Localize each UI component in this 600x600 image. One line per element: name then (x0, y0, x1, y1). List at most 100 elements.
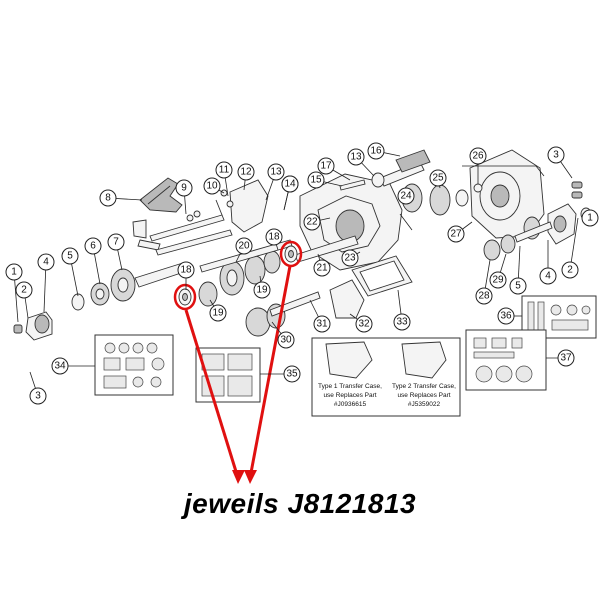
callout-label-8: 8 (105, 193, 111, 204)
small-hardware (215, 179, 366, 216)
callout-label-2-b1: 2 (567, 265, 573, 276)
callout-circle-29 (489, 271, 507, 289)
callout-label-37: 37 (560, 353, 572, 364)
callout-label-11: 11 (219, 165, 230, 176)
callout-circle-28 (475, 287, 493, 305)
callout-circle-31 (313, 315, 331, 333)
type2-line1: Type 2 Transfer Case, (392, 383, 456, 390)
callout-circle-27 (447, 225, 465, 243)
callout-label-22: 22 (306, 217, 318, 228)
type2-note: Type 2 Transfer Case, use Replaces Part … (392, 383, 456, 408)
callout-label-23: 23 (344, 253, 356, 264)
callout-label-5: 5 (67, 251, 73, 262)
callout-circle-5-b3 (509, 277, 527, 295)
callout-circle-6 (84, 237, 102, 255)
callout-circle-34 (51, 357, 69, 375)
callout-label-24: 24 (400, 191, 412, 202)
callout-circle-32 (355, 315, 373, 333)
type2-line2: use Replaces Part (397, 392, 450, 399)
type1-line3: #J0936615 (334, 401, 367, 408)
callout-label-12: 12 (240, 167, 252, 178)
callout-label-5-b3: 5 (515, 281, 521, 292)
bracket-lines (399, 165, 545, 231)
callout-circle-19-b5 (253, 281, 271, 299)
callout-circle-16 (367, 142, 385, 160)
callout-circle-25 (429, 169, 447, 187)
callout-circle-24 (397, 187, 415, 205)
red-highlights (173, 240, 303, 484)
shift-boot (139, 177, 183, 213)
callout-label-4-b2: 4 (545, 271, 551, 282)
callout-label-30: 30 (280, 335, 292, 346)
callout-label-25: 25 (432, 173, 444, 184)
callout-circle-18-b6 (265, 228, 283, 246)
callout-label-19: 19 (212, 308, 224, 319)
callouts: 1234567891011121314151617181920212223242… (5, 142, 599, 405)
callout-circle-22 (303, 213, 321, 231)
left-output-assembly (13, 219, 191, 341)
callout-label-10: 10 (206, 181, 218, 192)
callout-label-29: 29 (492, 275, 504, 286)
callout-label-27: 27 (450, 229, 462, 240)
callout-circle-15 (307, 171, 325, 189)
callout-label-6: 6 (90, 241, 96, 252)
type2-line3: #J5359022 (408, 401, 441, 408)
callout-label-14-b8: 14 (284, 179, 296, 190)
rear-housing (371, 149, 545, 239)
callout-circle-17 (317, 157, 335, 175)
callout-circle-4 (37, 253, 55, 271)
callout-label-18: 18 (180, 265, 192, 276)
arrowhead-right (244, 470, 257, 484)
callout-circle-3 (29, 387, 47, 405)
callout-circle-36 (497, 307, 515, 325)
callout-circle-13-b7 (347, 148, 365, 166)
callout-label-1-b4: 1 (587, 213, 593, 224)
callout-label-1: 1 (11, 267, 17, 278)
callout-label-21: 21 (316, 263, 328, 274)
callout-label-3-b0: 3 (553, 150, 559, 161)
callout-label-19-b5: 19 (256, 285, 268, 296)
front-housing (229, 173, 403, 271)
type-note-box (311, 337, 461, 417)
callout-circle-12 (237, 163, 255, 181)
callout-label-31: 31 (316, 319, 328, 330)
kit-box-37 (465, 329, 547, 391)
callout-label-35: 35 (286, 369, 298, 380)
type1-note: Type 1 Transfer Case, use Replaces Part … (318, 383, 382, 408)
callout-circle-20 (235, 237, 253, 255)
gasket (351, 255, 413, 297)
callout-label-36: 36 (500, 311, 512, 322)
arrowhead-left (232, 470, 245, 484)
arrow-left (184, 309, 240, 479)
callout-circle-26 (469, 147, 487, 165)
callout-label-20: 20 (238, 241, 250, 252)
callout-circle-35 (283, 365, 301, 383)
callout-label-2: 2 (21, 285, 27, 296)
callout-leader-2-b1 (569, 217, 579, 271)
shift-rails (149, 210, 233, 256)
callout-circle-8 (99, 189, 117, 207)
callout-label-9: 9 (181, 183, 187, 194)
part-number-caption: jeweils J8121813 (183, 488, 417, 519)
callout-label-13-b7: 13 (350, 152, 362, 163)
callout-label-32: 32 (358, 319, 370, 330)
callout-circle-37 (557, 349, 575, 367)
callout-circle-18 (177, 261, 195, 279)
arrow-right (248, 265, 292, 479)
callout-label-13: 13 (270, 167, 282, 178)
callout-circle-7 (107, 233, 125, 251)
callout-circle-14-b8 (281, 175, 299, 193)
callout-circle-5 (61, 247, 79, 265)
callout-label-15: 15 (310, 175, 322, 186)
callout-label-7: 7 (113, 237, 119, 248)
callout-label-18-b6: 18 (268, 232, 280, 243)
callout-circle-33 (393, 313, 411, 331)
callout-label-16: 16 (370, 146, 382, 157)
callout-label-33: 33 (396, 317, 408, 328)
callout-circle-9 (175, 179, 193, 197)
type1-line2: use Replaces Part (323, 392, 376, 399)
callout-circle-2 (15, 281, 33, 299)
callout-circle-1-b4 (581, 209, 599, 227)
callout-circle-13 (267, 163, 285, 181)
